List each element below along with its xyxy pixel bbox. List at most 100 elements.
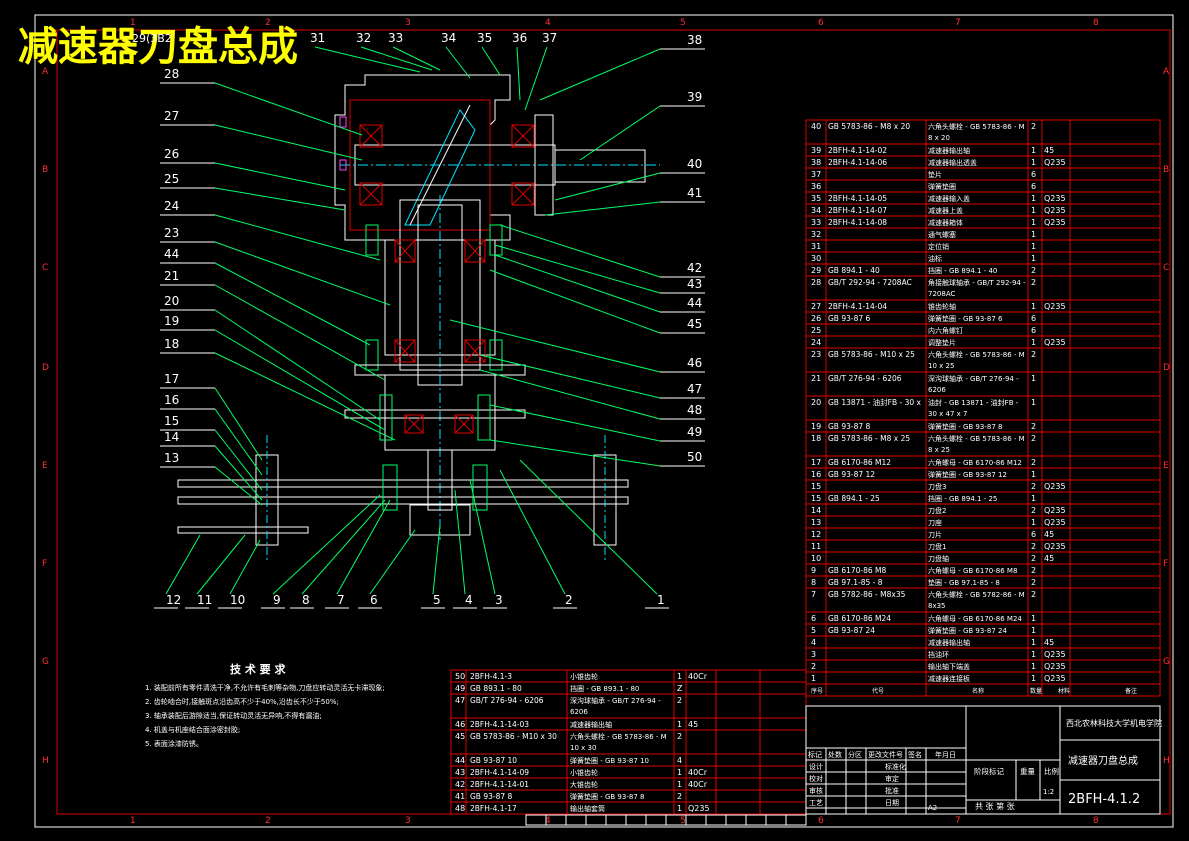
bom-right-header: 序号 [811,687,823,695]
bom-right-no: 12 [811,530,821,539]
bom-right-qty: 2 [1031,278,1036,287]
balloon-right: 45 [687,317,702,331]
bom-right-no: 19 [811,422,821,431]
technical-requirements: 技 术 要 求 1. 装配前所有零件清洗干净,不允许有毛刺等杂物,刀盘应转动灵活… [145,662,385,748]
balloon-bottom: 10 [230,593,245,607]
bom-bottom-mat: Q235 [688,804,710,813]
bom-right-qty: 2 [1031,554,1036,563]
bom-bottom-no: 44 [455,756,465,765]
bom-right-name: 减速器连接板 [928,674,970,683]
bom-right-name: 内六角螺钉 [928,326,963,335]
bom-bottom-code: 2BFH-4.1-14-01 [470,780,529,789]
leader-left [214,284,386,381]
balloon-bottom: 11 [197,593,212,607]
bom-bottom-code: 2BFH-4.1-3 [470,672,512,681]
leader-bottom [196,534,246,595]
svg-text:6206: 6206 [570,708,588,716]
tb-scale: 1:2 [1043,788,1054,796]
balloon-left: 17 [164,372,179,386]
balloon-right: 47 [687,382,702,396]
zone-row-right: F [1163,559,1168,569]
bom-right-no: 31 [811,242,821,251]
bom-right-name: 垫圈 - GB 97.1-85 - 8 [928,578,1000,587]
bom-bottom-name: 六角头螺栓 - GB 5783-86 - M [570,732,667,741]
balloon-left: 26 [164,147,179,161]
bom-right-mat: Q235 [1044,542,1066,551]
leader-bottom [229,539,261,595]
leader-right [554,172,661,201]
bom-right-code: GB 6170-86 M8 [828,566,887,575]
bom-right-qty: 1 [1031,218,1036,227]
zone-row-left: F [42,559,47,569]
balloon-bottom: 1 [657,593,665,607]
bom-right-no: 20 [811,398,821,407]
bom-bottom-name: 小锥齿轮 [570,672,598,681]
tb-label-row1: 签名 [908,750,922,759]
zone-row-left: B [42,165,48,175]
leader-left [214,408,263,476]
bom-right-name: 输出轴下端盖 [928,662,970,671]
bom-right-no: 15 [811,482,821,491]
bom-right-name: 减速器输入盖 [928,194,970,203]
bom-right-no: 16 [811,470,821,479]
bom-right-qty: 6 [1031,530,1036,539]
zone-col-bottom: 5 [680,816,686,826]
bom-right-qty: 1 [1031,662,1036,671]
bom-right-no: 17 [811,458,821,467]
balloon-bottom: 3 [495,593,503,607]
zone-col-bottom: 3 [405,816,411,826]
bom-right-name-cont: 10 x 25 [928,362,954,370]
bom-right-name: 减速器箱体 [928,218,963,227]
bom-bottom-code: GB 893.1 - 80 [470,684,522,693]
tech-req-item: 3. 轴承装配后游隙适当,保证转动灵活无异响,不得有漏油; [145,711,322,720]
balloon-left: 13 [164,451,179,465]
tb-label-mid: 日期 [885,799,899,807]
leader-right [579,105,661,161]
leader-right [539,48,661,101]
bom-right-no: 33 [811,218,821,227]
bom-right-header: 数量 [1030,687,1042,695]
balloon-left: 23 [164,226,179,240]
input-shaft-end [554,149,646,183]
tb-label-left: 校对 [809,774,823,783]
tb-label-mid: 标准化 [885,762,906,771]
leader-left [214,214,381,261]
tb-label-left: 工艺 [809,799,823,807]
leader-bottom [454,489,466,595]
bom-right-no: 2 [811,662,816,671]
bom-right-no: 15 [811,494,821,503]
leader-right [494,244,661,294]
bom-right-name-cont: 8 x 20 [928,134,950,142]
bom-bottom-qty: 2 [677,696,682,705]
bom-right-qty: 2 [1031,350,1036,359]
balloon-right: 50 [687,450,702,464]
bom-right-mat: Q235 [1044,158,1066,167]
bom-right-no: 9 [811,566,816,575]
bom-bottom-no: 42 [455,780,465,789]
zone-row-left: E [42,461,48,471]
balloon-top: 34 [441,31,456,45]
leader-left [214,445,263,501]
zone-col-bottom: 6 [818,816,824,826]
bom-right-header: 材料 [1058,687,1070,695]
bom-right-code: GB 894.1 - 40 [828,266,880,275]
balloon-bottom: 8 [302,593,310,607]
zone-col-bottom: 7 [955,816,961,826]
bom-bottom-qty: 2 [677,732,682,741]
leader-top [524,46,548,111]
bom-right-code: GB 93-87 8 [828,422,871,431]
tech-req-item: 1. 装配前所有零件清洗干净,不允许有毛刺等杂物,刀盘应转动灵活无卡滞现象; [145,683,385,692]
balloon-bottom: 9 [273,593,281,607]
leader-left [214,429,263,491]
balloon-left: 21 [164,269,179,283]
bom-right-no: 10 [811,554,821,563]
bom-right-no: 5 [811,626,816,635]
bom-right-no: 36 [811,182,821,191]
bom-bottom-name: 挡圈 - GB 893.1 - 80 [570,684,639,693]
bom-bottom-no: 45 [455,732,465,741]
zone-row-right: D [1163,363,1170,373]
balloon-right: 41 [687,186,702,200]
bom-right-name: 减速器输出轴 [928,638,970,647]
leader-top [360,46,433,71]
